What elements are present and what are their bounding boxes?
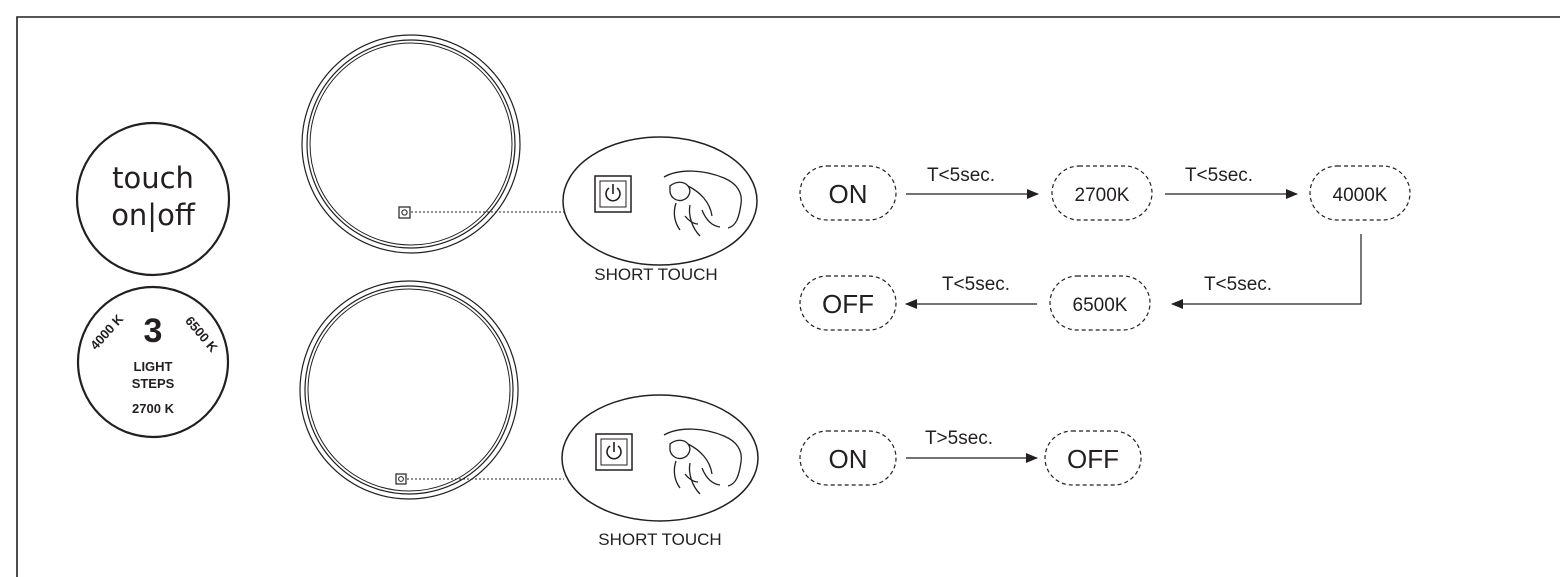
arrow-4000-6500 (1171, 234, 1362, 309)
steps-number: 3 (144, 312, 163, 350)
steps-line2: STEPS (132, 376, 175, 391)
state-box-off-top (799, 275, 897, 331)
transition-label-3: T<5sec. (1204, 274, 1272, 295)
transition-label-2: T<5sec. (1185, 165, 1253, 186)
touch-badge-line1: touch (112, 161, 194, 195)
state-box-on-top (799, 165, 897, 221)
state-on-top: ON (829, 179, 868, 209)
touch-onoff-badge: touch on|off (75, 121, 231, 277)
state-2700k: 2700K (1075, 185, 1130, 206)
transition-label-1: T<5sec. (927, 165, 995, 186)
power-button-icon (594, 175, 632, 213)
state-off-bottom: OFF (1067, 444, 1119, 474)
light-steps-badge: 3 4000 K 6500 K LIGHT STEPS 2700 K (76, 285, 230, 439)
state-box-off-bottom (1044, 430, 1142, 486)
touch-sensor-icon[interactable] (398, 206, 411, 219)
touch-illustration-top (562, 136, 758, 266)
short-touch-label-top: SHORT TOUCH (594, 265, 717, 284)
touch-sensor-icon[interactable] (395, 473, 407, 485)
state-6500k: 6500K (1073, 295, 1128, 316)
state-off-top: OFF (822, 289, 874, 319)
state-box-on-bottom (799, 430, 897, 486)
touch-badge-line2: on|off (111, 198, 196, 232)
frame-border (16, 16, 1560, 577)
transition-label-long: T>5sec. (925, 428, 993, 449)
mirror-top (301, 34, 521, 254)
state-box-2700 (1051, 165, 1153, 221)
state-box-6500 (1049, 275, 1151, 331)
hand-touch-icon (663, 428, 742, 495)
state-4000k: 4000K (1333, 185, 1388, 206)
state-on-bottom: ON (829, 444, 868, 474)
hand-touch-icon (663, 170, 742, 237)
mirror-bottom (299, 280, 519, 500)
state-box-4000 (1309, 165, 1411, 221)
steps-line1: LIGHT (134, 359, 173, 374)
flow-bottom: ON T>5sec. OFF (799, 428, 1142, 486)
power-button-icon (595, 433, 633, 471)
short-touch-label-bottom: SHORT TOUCH (598, 530, 721, 549)
touch-illustration-bottom (561, 394, 759, 522)
steps-bottom-temp: 2700 K (132, 401, 175, 416)
transition-label-4: T<5sec. (942, 274, 1010, 295)
flow-top: ON T<5sec. 2700K T<5sec. 4000K T<5sec. 6… (799, 165, 1411, 331)
